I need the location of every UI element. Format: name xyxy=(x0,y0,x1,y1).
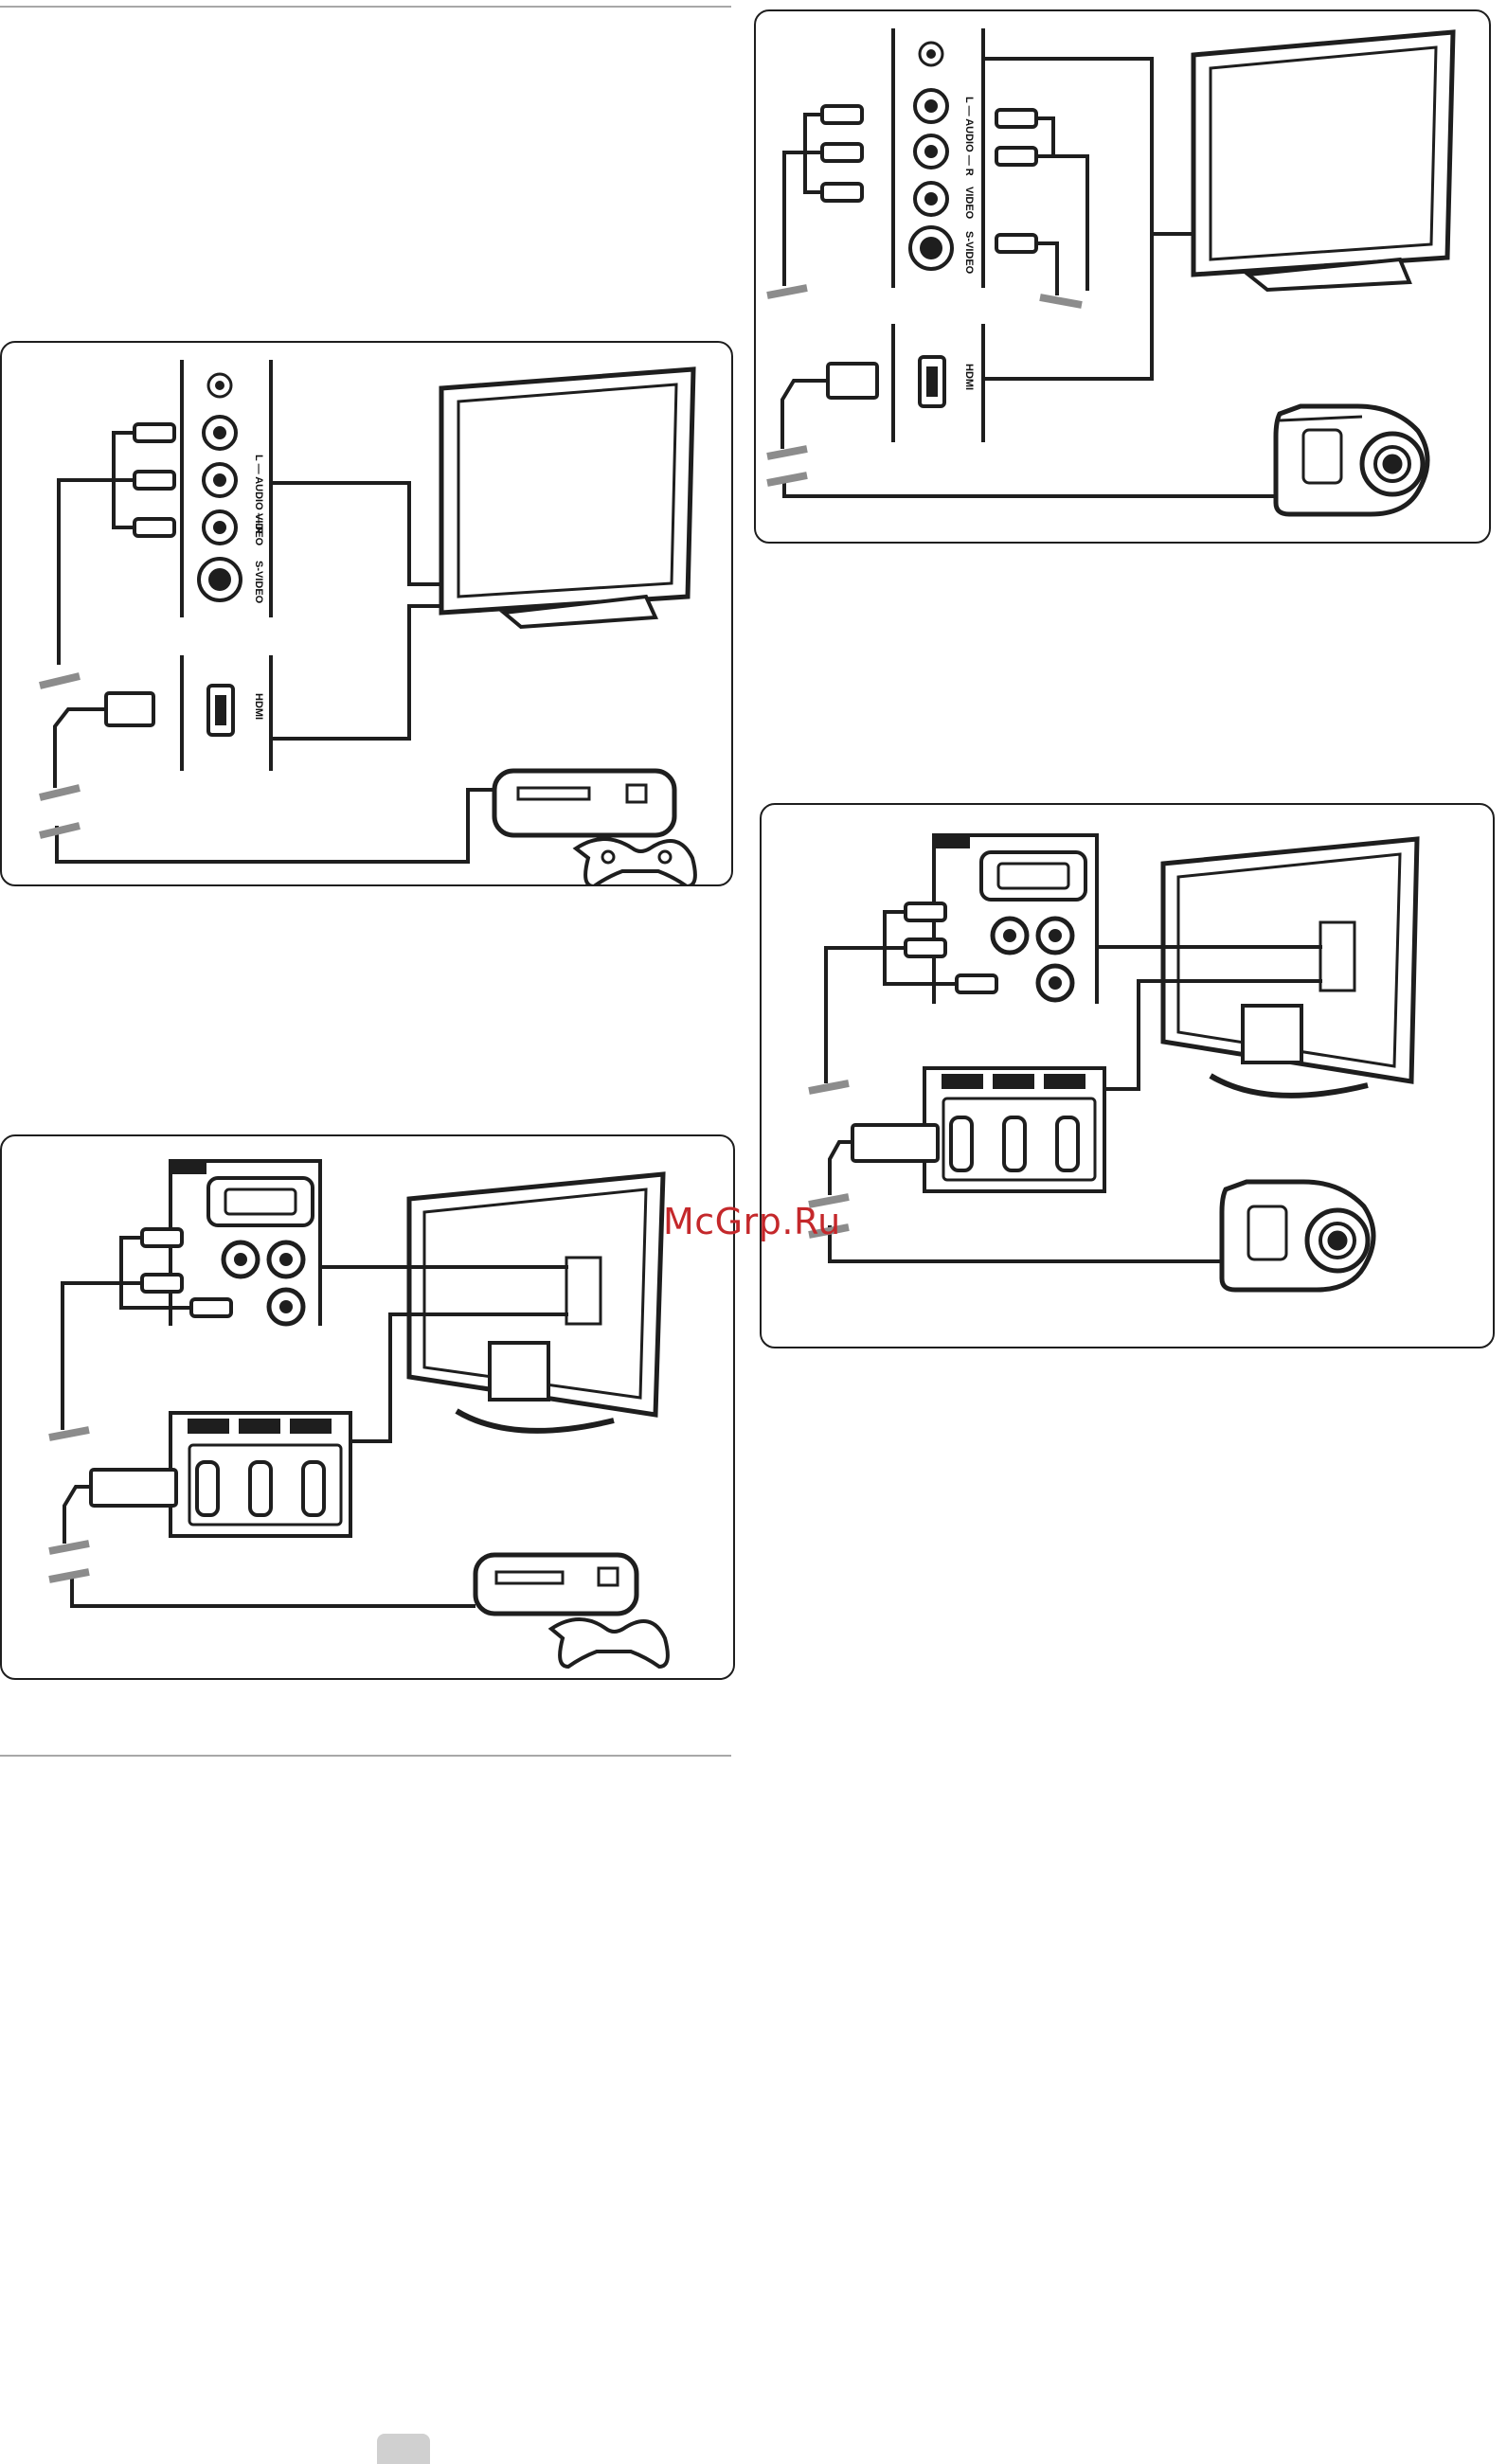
hdmi-block xyxy=(170,1413,350,1536)
hdmi-cable xyxy=(55,693,153,788)
rca-cables xyxy=(59,424,174,665)
label-hdmi: HDMI xyxy=(253,693,264,720)
jack-audio-r xyxy=(915,90,947,122)
diagram-side-camcorder: L — AUDIO — R VIDEO S-VIDEO HDMI xyxy=(754,9,1491,544)
camcorder-icon xyxy=(1222,1182,1373,1290)
game-console-icon xyxy=(494,771,695,884)
hdmi-cable xyxy=(830,1125,938,1195)
camcorder-icon xyxy=(1276,406,1427,514)
jack-headphone xyxy=(920,43,942,65)
label-hdmi: HDMI xyxy=(963,364,975,390)
bottom-rule-left xyxy=(0,1755,731,1757)
jack-video xyxy=(915,183,947,215)
jack-svideo xyxy=(199,559,241,600)
diagram-rear-camcorder xyxy=(760,803,1495,1348)
label-video: VIDEO xyxy=(253,513,264,546)
diagram-side-game-console: L — AUDIO — R VIDEO S-VIDEO HDMI xyxy=(0,341,733,886)
diagram-rear-game-console xyxy=(0,1134,735,1680)
jack-audio-l xyxy=(993,919,1027,953)
diagram-svg xyxy=(762,805,1493,1347)
diagram-svg: L — AUDIO — R VIDEO S-VIDEO HDMI xyxy=(756,11,1489,542)
port-hdmi xyxy=(208,686,233,735)
rca-cables xyxy=(826,903,996,1083)
cable-ends xyxy=(49,1430,89,1580)
jack-audio-r xyxy=(204,417,236,449)
jack-video xyxy=(1038,966,1072,1000)
label-audio: L — AUDIO — R xyxy=(963,97,975,176)
tv-illustration xyxy=(1193,32,1453,290)
rca-cables-right xyxy=(996,110,1087,295)
label-svideo: S-VIDEO xyxy=(963,231,975,275)
jack-audio-l xyxy=(915,135,947,168)
jack-audio-l xyxy=(204,464,236,496)
label-video: VIDEO xyxy=(963,187,975,220)
jack-svideo xyxy=(910,227,952,269)
tv-illustration xyxy=(441,369,693,627)
game-console-icon xyxy=(475,1555,668,1667)
rca-cables xyxy=(63,1229,231,1430)
rca-cables-left xyxy=(784,106,862,286)
top-rule-left xyxy=(0,6,731,8)
jack-audio-l xyxy=(224,1242,258,1277)
tv-rear-illustration xyxy=(1163,839,1417,1096)
label-svideo: S-VIDEO xyxy=(253,561,264,604)
cable-ends xyxy=(40,676,80,835)
page-number-tab xyxy=(377,2434,430,2464)
hdmi-cable xyxy=(782,364,877,449)
hdmi-block xyxy=(924,1068,1104,1191)
watermark-text: McGrp.Ru xyxy=(663,1201,841,1242)
jack-video xyxy=(269,1290,303,1324)
diagram-svg: L — AUDIO — R VIDEO S-VIDEO HDMI xyxy=(2,343,731,884)
jack-video xyxy=(204,511,236,544)
diagram-svg xyxy=(2,1136,733,1678)
tv-rear-illustration xyxy=(409,1174,663,1431)
jack-audio-r xyxy=(1038,919,1072,953)
jack-audio-r xyxy=(269,1242,303,1277)
hdmi-cable xyxy=(64,1470,176,1544)
jack-headphone xyxy=(208,374,231,397)
port-hdmi xyxy=(920,357,944,406)
